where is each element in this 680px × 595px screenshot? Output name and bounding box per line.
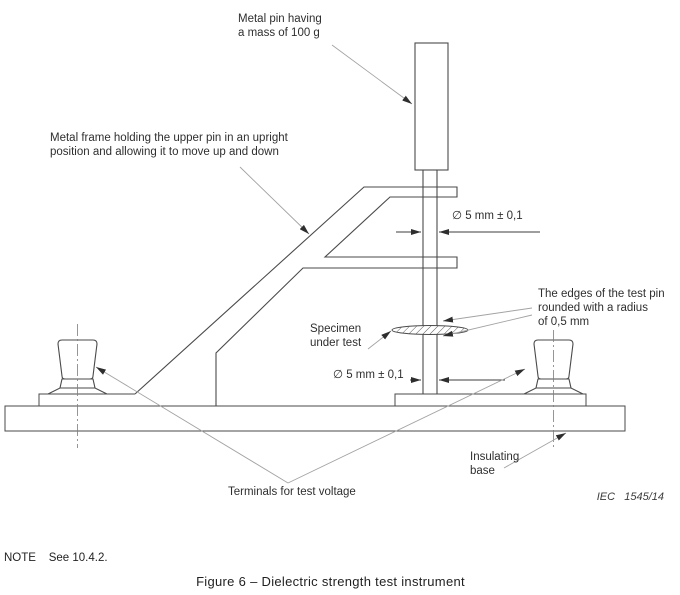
metal-frame-shape xyxy=(134,186,458,406)
right-plate xyxy=(394,393,587,406)
label-iec-reference: IEC 1545/14 xyxy=(596,491,664,503)
lower-pin xyxy=(422,334,438,394)
centerlines xyxy=(77,324,554,448)
label-dimension-upper: ∅ 5 mm ± 0,1 xyxy=(452,210,523,222)
left-plate xyxy=(38,393,135,406)
label-terminals: Terminals for test voltage xyxy=(228,486,356,498)
leader-terminal-left xyxy=(95,366,289,484)
label-specimen: Specimen under test xyxy=(310,323,362,349)
leader-insulating-base xyxy=(503,432,567,469)
label-metal-frame: Metal frame holding the upper pin in an … xyxy=(50,132,288,158)
leader-lines xyxy=(95,44,567,484)
insulating-base-shape xyxy=(4,405,626,432)
pin-weight xyxy=(414,42,449,171)
leader-specimen xyxy=(367,330,392,350)
label-metal-pin: Metal pin having a mass of 100 g xyxy=(238,13,322,39)
label-insulating-base: Insulating base xyxy=(470,451,520,477)
upper-pin xyxy=(414,42,449,326)
figure-caption: Figure 6 – Dielectric strength test inst… xyxy=(196,574,465,589)
label-dimension-lower: ∅ 5 mm ± 0,1 xyxy=(333,369,404,381)
leader-terminal-right xyxy=(287,368,526,484)
leader-pin-edge-upper xyxy=(442,307,533,323)
leader-metal-pin xyxy=(331,44,413,105)
leader-pin-edge-lower xyxy=(442,314,533,337)
terminal-plates xyxy=(38,393,587,406)
label-pin-edges: The edges of the test pin rounded with a… xyxy=(538,288,665,328)
note-text: NOTE See 10.4.2. xyxy=(4,552,108,564)
leader-metal-frame xyxy=(239,166,310,235)
